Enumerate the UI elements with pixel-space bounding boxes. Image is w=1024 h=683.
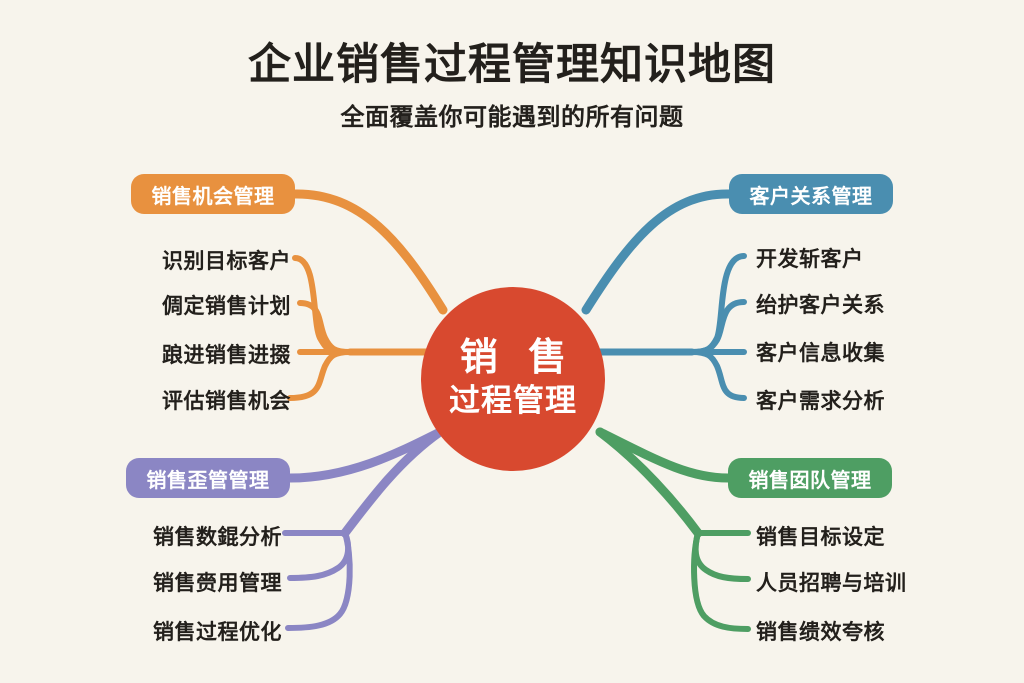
leaf-sales-process-optimization[interactable]: 销售过程优化 <box>153 621 282 644</box>
leaf-maintain-customer-relationship[interactable]: 绐护客户关系 <box>756 294 885 317</box>
leaf-sales-performance-review[interactable]: 销售缋效夸核 <box>756 621 885 644</box>
leaf-identify-target-customer[interactable]: 识别目标客户 <box>162 250 291 273</box>
connector-customer-relationship <box>581 189 747 401</box>
leaf-recruitment-and-training[interactable]: 人员招聘与培训 <box>756 572 907 595</box>
center-node-line1: 销 售 <box>459 336 577 379</box>
leaf-evaluate-sales-opportunity[interactable]: 评估销售机会 <box>162 390 291 413</box>
page-title: 企业销售过程管理知识地图 <box>248 41 776 89</box>
leaf-sales-data-analysis[interactable]: 销售数錕分析 <box>153 526 282 549</box>
leaf-make-sales-plan[interactable]: 倜定销售计划 <box>162 295 291 318</box>
leaf-sales-expense-management[interactable]: 销售赍用管理 <box>153 572 282 595</box>
leaf-sales-target-setting[interactable]: 销售目标设定 <box>756 526 885 549</box>
branch-label-sales-team[interactable]: 销售囡队管理 <box>728 458 892 498</box>
branch-label-sales-opportunity[interactable]: 销售机会管理 <box>131 174 295 214</box>
leaf-track-sales-progress[interactable]: 踉进销售进掇 <box>162 344 291 367</box>
connector-sales-supervision <box>282 427 445 631</box>
center-node-line2: 过程管理 <box>449 383 577 419</box>
center-node[interactable]: 销 售 过程管理 <box>421 287 605 471</box>
page-subtitle: 全面覆盖你可能遇到的所有问题 <box>340 104 684 131</box>
connector-sales-opportunity <box>287 189 448 401</box>
connector-sales-team <box>595 427 751 632</box>
branch-label-customer-relationship[interactable]: 客户关系管理 <box>729 174 893 214</box>
leaf-customer-info-collection[interactable]: 客户信息收集 <box>756 342 885 365</box>
leaf-customer-demand-analysis[interactable]: 客户需求分析 <box>756 390 885 413</box>
leaf-develop-new-customer[interactable]: 开发斩客户 <box>756 248 864 271</box>
branch-label-sales-supervision[interactable]: 销售歪管管理 <box>126 458 290 498</box>
